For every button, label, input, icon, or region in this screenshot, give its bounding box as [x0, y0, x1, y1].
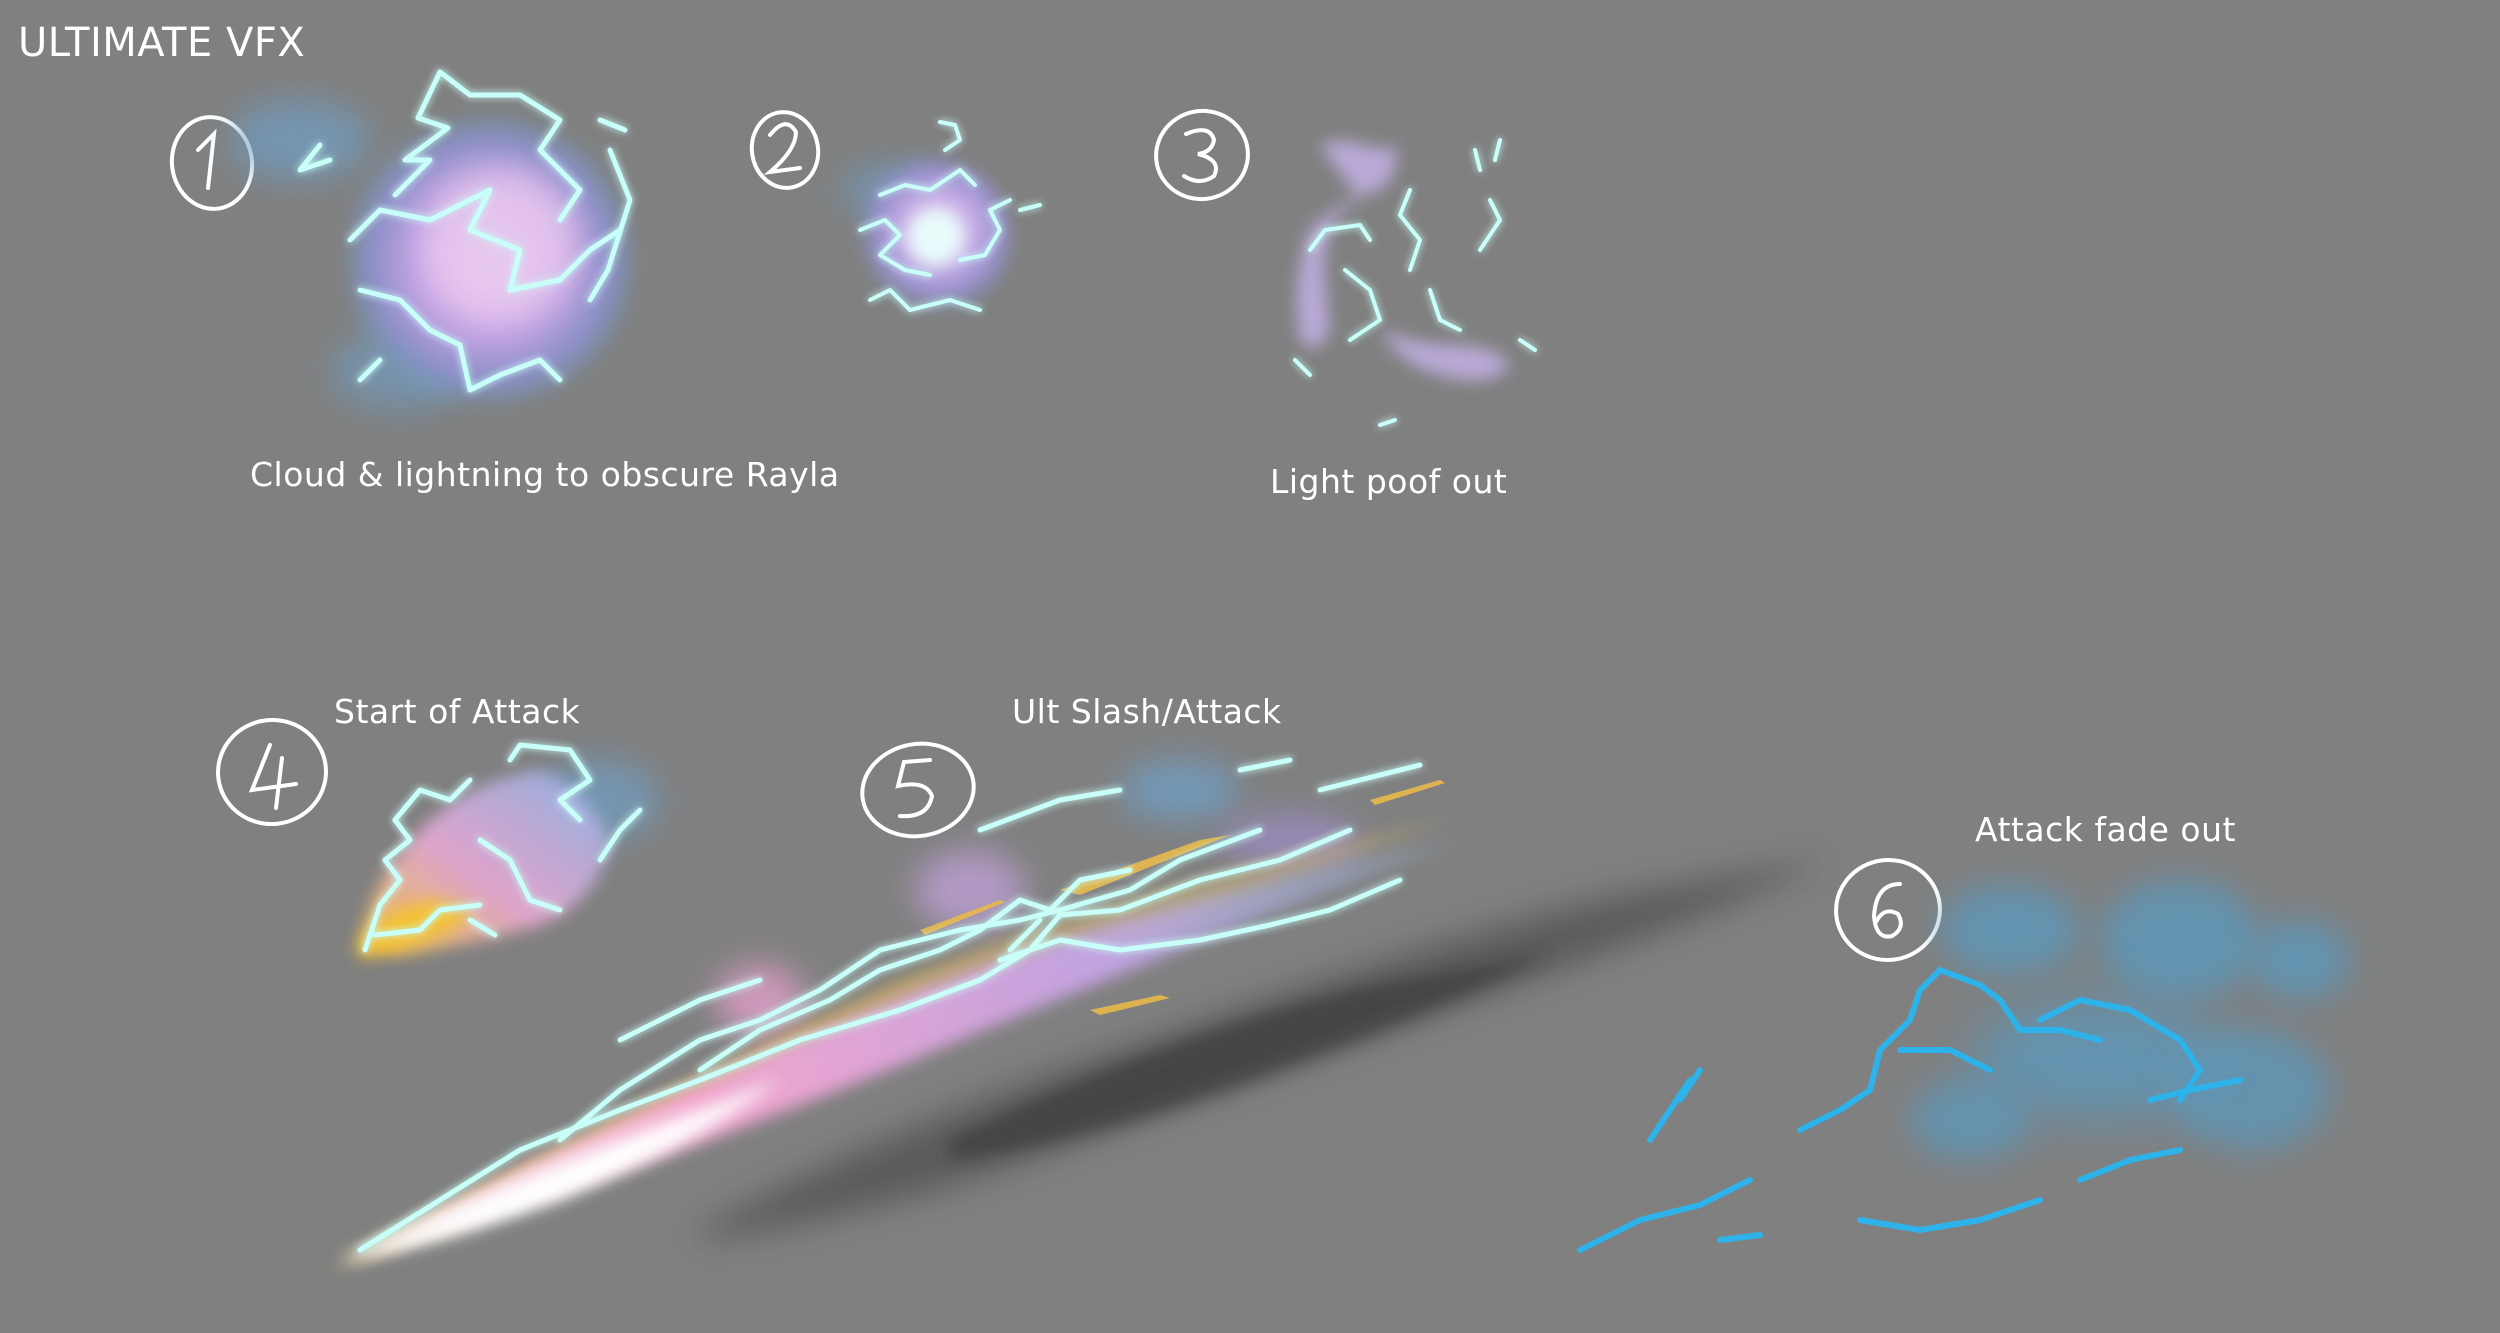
frame-number-2: [749, 110, 821, 190]
vfx-frame-2-swirl: [840, 120, 1042, 322]
caption-frame-4: Start of Attack: [334, 692, 581, 731]
caption-frame-6: Attack fade out: [1975, 810, 2236, 849]
frame-number-4: [216, 717, 328, 827]
vfx-frame-4-attack-start: [355, 742, 660, 958]
caption-frame-5: Ult Slash/Attack: [1012, 692, 1282, 731]
page-title: ULTIMATE VFX: [18, 20, 306, 66]
vfx-frame-1-swirl: [230, 69, 640, 410]
caption-frame-1: Cloud & lightning to obscure Rayla: [250, 455, 840, 494]
vfx-frame-3-poof: [1293, 138, 1537, 427]
vfx-frame-6-fade-out: [1577, 880, 2350, 1253]
frame-number-6: [1834, 857, 1942, 963]
vfx-frame-5-ult-slash: [330, 757, 1830, 1270]
caption-frame-3: Light poof out: [1270, 462, 1508, 501]
frame-number-3: [1154, 108, 1250, 202]
frame-number-5: [860, 741, 976, 839]
